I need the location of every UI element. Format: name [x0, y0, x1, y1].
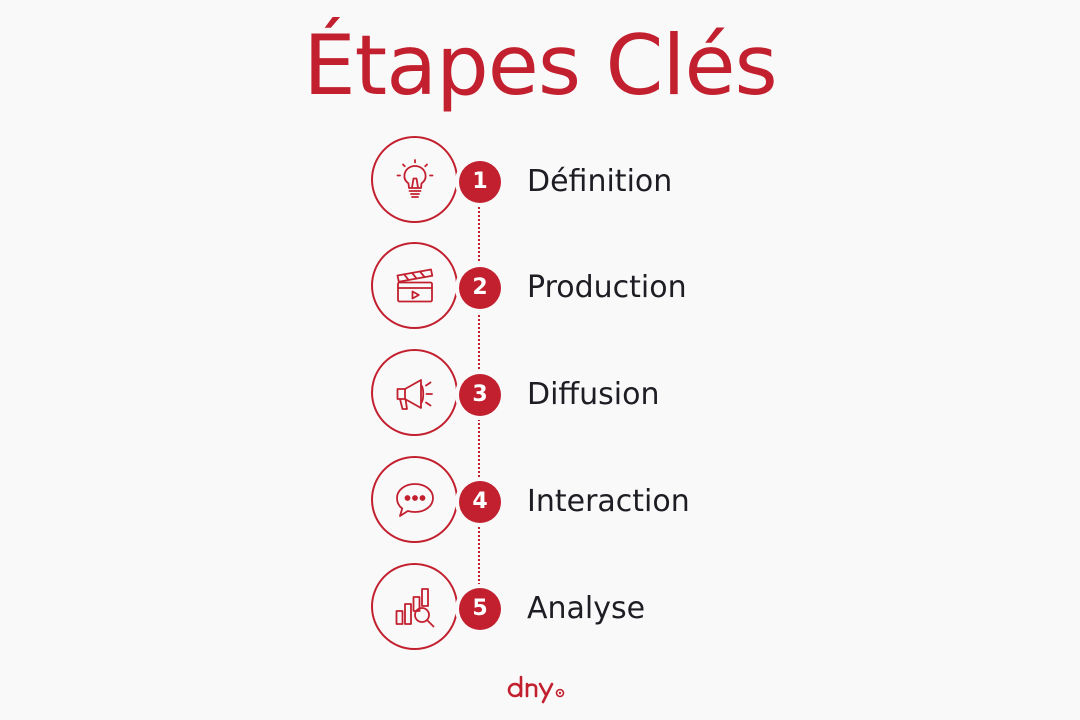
step-icon-circle: [371, 563, 458, 650]
clapperboard-icon: [396, 268, 434, 303]
step-diffusion: 3 Diffusion: [371, 349, 791, 439]
step-label: Interaction: [527, 484, 690, 519]
step-label: Production: [527, 270, 687, 305]
step-number-badge: 1: [459, 161, 501, 203]
step-icon-circle: [371, 242, 458, 329]
step-icon-circle: [371, 456, 458, 543]
step-label: Analyse: [527, 591, 646, 626]
step-icon-circle: [371, 136, 458, 223]
step-icon-circle: [371, 349, 458, 436]
step-number-badge: 3: [459, 374, 501, 416]
step-label: Définition: [527, 164, 673, 199]
page-title: Étapes Clés: [303, 17, 778, 114]
lightbulb-icon: [396, 159, 434, 198]
step-label: Diffusion: [527, 377, 660, 412]
brand-logo: [507, 675, 565, 704]
megaphone-icon: [396, 379, 433, 410]
step-interaction: 4 Interaction: [371, 456, 791, 546]
chat-bubble-icon: [396, 483, 434, 517]
step-number-badge: 4: [459, 481, 501, 523]
bar-chart-magnifier-icon: [395, 588, 435, 628]
step-definition: 1 Définition: [371, 136, 791, 226]
step-production: 2 Production: [371, 242, 791, 332]
step-number-badge: 2: [459, 267, 501, 309]
step-number-badge: 5: [459, 588, 501, 630]
step-analyse: 5 Analyse: [371, 563, 791, 653]
